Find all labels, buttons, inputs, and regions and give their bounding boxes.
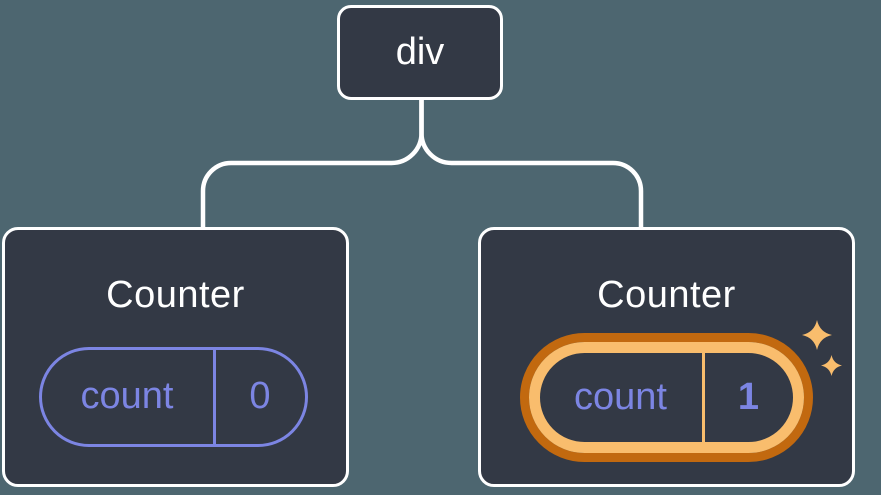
- pill-divider: [212, 349, 216, 444]
- state-name-label: count: [574, 375, 667, 418]
- state-value: 0: [249, 375, 271, 417]
- pill-divider: [701, 352, 705, 442]
- sparkle-icon: [802, 320, 842, 376]
- root-node-label: div: [395, 31, 445, 73]
- state-pill: count 0: [38, 346, 308, 447]
- component-title: Counter: [106, 274, 245, 316]
- sparkle-small-icon: [821, 355, 842, 376]
- connector-right-branch: [419, 95, 644, 231]
- connector-left-branch: [200, 95, 424, 231]
- root-node-div: div: [337, 5, 503, 100]
- counter-node-right: Counter count 1: [478, 227, 855, 487]
- counter-node-left: Counter count 0: [2, 227, 349, 487]
- sparkle-large-icon: [802, 320, 832, 350]
- component-title: Counter: [597, 274, 736, 316]
- state-highlight-ring-inner: count 1: [528, 341, 804, 453]
- state-name-label: count: [80, 375, 174, 417]
- state-value: 1: [737, 375, 760, 418]
- state-highlight-ring-outer: count 1: [519, 332, 813, 462]
